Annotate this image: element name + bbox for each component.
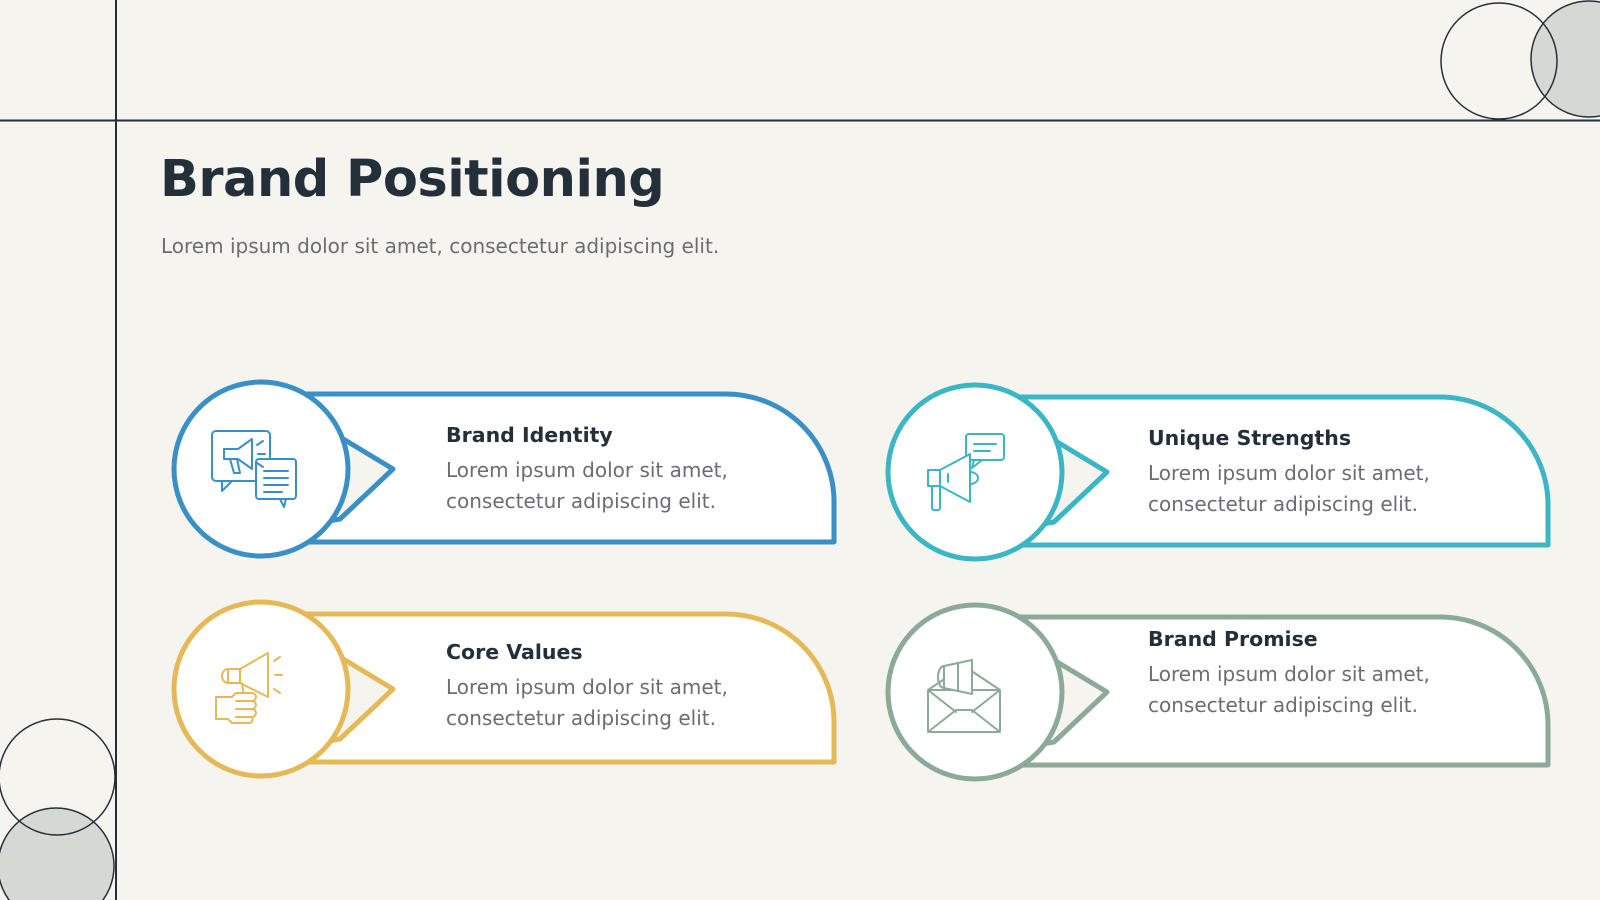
bottom-left-circle-filled (0, 807, 115, 900)
page-subtitle: Lorem ipsum dolor sit amet, consectetur … (161, 234, 720, 258)
card-heading: Brand Identity (446, 423, 613, 447)
megaphone-message-icon (914, 422, 1014, 522)
card-heading: Brand Promise (1148, 627, 1318, 651)
card-brand-identity: Brand Identity Lorem ipsum dolor sit ame… (170, 377, 850, 567)
bottom-left-circle-outline (0, 718, 116, 836)
card-brand-promise: Brand Promise Lorem ipsum dolor sit amet… (884, 600, 1564, 790)
megaphone-chat-icon (200, 419, 300, 519)
card-frame (171, 379, 837, 559)
card-core-values: Core Values Lorem ipsum dolor sit amet, … (170, 597, 850, 787)
card-description: Lorem ipsum dolor sit amet, consectetur … (446, 675, 728, 730)
top-right-circle-outline (1440, 2, 1558, 120)
envelope-megaphone-icon (914, 642, 1014, 742)
page-title: Brand Positioning (160, 150, 665, 209)
card-heading: Core Values (446, 640, 583, 664)
card-description: Lorem ipsum dolor sit amet, consectetur … (446, 458, 728, 513)
hand-megaphone-icon (200, 639, 300, 739)
card-heading: Unique Strengths (1148, 426, 1352, 450)
card-frame (885, 382, 1551, 562)
card-description: Lorem ipsum dolor sit amet, consectetur … (1148, 662, 1430, 717)
card-description: Lorem ipsum dolor sit amet, consectetur … (1148, 461, 1430, 516)
card-unique-strengths: Unique Strengths Lorem ipsum dolor sit a… (884, 380, 1564, 570)
